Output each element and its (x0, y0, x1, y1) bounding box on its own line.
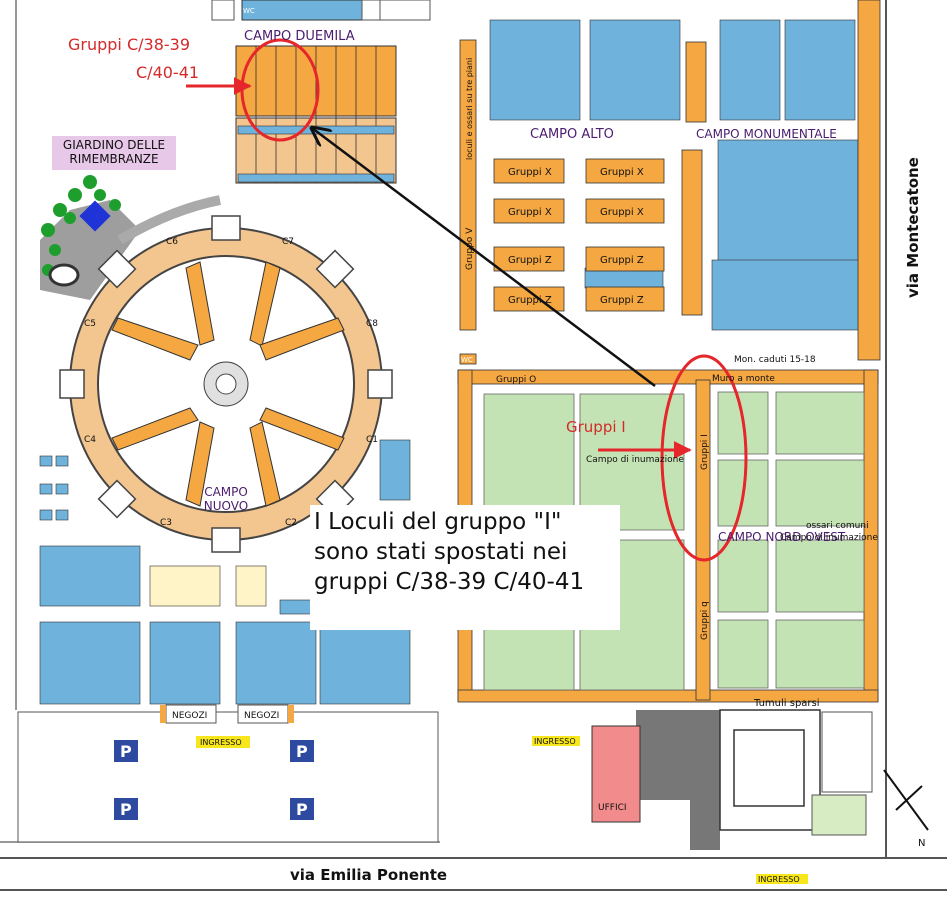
svg-text:N: N (918, 838, 925, 849)
mon-caduti-label: Mon. caduti 15-18 (734, 355, 816, 365)
annotation-note: I Loculi del gruppo "I" sono stati spost… (314, 509, 585, 595)
ring-c6: C6 (166, 237, 178, 247)
gruppi-x-label-1: Gruppi X (508, 167, 552, 178)
campo-nord-ovest (483, 391, 865, 691)
campo-nord-ovest-label: CAMPO NORD OVEST (718, 530, 846, 544)
gruppi-c-label-top: Gruppi C/38-39 (68, 35, 190, 54)
gruppi-i-vertical-label: Gruppi I (700, 434, 710, 470)
tumuli-label: Tumuli sparsi (753, 698, 820, 709)
gruppi-z-label-3: Gruppi Z (508, 295, 552, 306)
via-montecatone-label: via Montecatone (904, 157, 922, 298)
red-annotations (186, 38, 748, 562)
parking-p-4: P (296, 800, 308, 819)
ring-c1: C1 (366, 435, 378, 445)
ossari-comuni-label: ossari comuni (806, 521, 869, 531)
ring-c3: C3 (160, 518, 172, 528)
ring-c2: C2 (285, 518, 297, 528)
bottom-right-buildings (532, 709, 873, 884)
gruppi-x-label-3: Gruppi X (508, 207, 552, 218)
giardino-rimembranze (40, 136, 221, 300)
gruppi-i-label: Gruppi I (566, 418, 626, 436)
parking-p-1: P (120, 742, 132, 761)
campo-nuovo-ring (59, 215, 393, 553)
uffici-label: UFFICI (598, 803, 627, 813)
gruppi-z-label-2: Gruppi Z (600, 255, 644, 266)
campo-alto (489, 19, 863, 331)
campo-duemila-label: CAMPO DUEMILA (244, 29, 355, 44)
ring-c8: C8 (366, 319, 378, 329)
compass-icon: N (883, 769, 929, 849)
muro-monte-label: Muro a monte (712, 374, 775, 384)
gruppo-v-label: Gruppo V (465, 227, 475, 270)
via-emilia-label: via Emilia Ponente (290, 866, 447, 884)
gruppi-q-label: Gruppi q (700, 601, 710, 640)
labels: Gruppi C/38-39 C/40-41 Gruppi I CAMPO DU… (68, 7, 922, 884)
campo-inumazione-label-1: Campo di inumazione (586, 455, 684, 465)
gruppi-z-label-4: Gruppi Z (600, 295, 644, 306)
gruppi-x-label-4: Gruppi X (600, 207, 644, 218)
gruppi-o-label: Gruppi O (496, 375, 536, 385)
negozi-label-1: NEGOZI (172, 711, 207, 721)
ring-c5: C5 (84, 319, 96, 329)
campo-alto-label: CAMPO ALTO (530, 127, 614, 142)
campo-monumentale-label: CAMPO MONUMENTALE (696, 127, 837, 141)
ring-c7: C7 (282, 237, 294, 247)
parking-p-3: P (120, 800, 132, 819)
annotation-box (310, 505, 620, 630)
ingresso-label-3: INGRESSO (758, 875, 800, 884)
ring-c4: C4 (84, 435, 96, 445)
ingresso-label-2: INGRESSO (534, 737, 576, 746)
wc-label-1: WC (243, 7, 255, 15)
ingresso-label-1: INGRESSO (200, 738, 242, 747)
wc-label-2: WC (461, 356, 473, 364)
gruppi-x-label-2: Gruppi X (600, 167, 644, 178)
gruppi-c-label-bottom: C/40-41 (136, 63, 199, 82)
loculi-label: loculi e ossari su tre piani (465, 58, 474, 160)
negozi-label-2: NEGOZI (244, 711, 279, 721)
parking-area (17, 704, 439, 843)
tan-blocks (149, 565, 267, 607)
parking-p-2: P (296, 742, 308, 761)
gruppi-z-label-1: Gruppi Z (508, 255, 552, 266)
campo-inumazione-label-2: Campo di inumazione (780, 533, 878, 543)
